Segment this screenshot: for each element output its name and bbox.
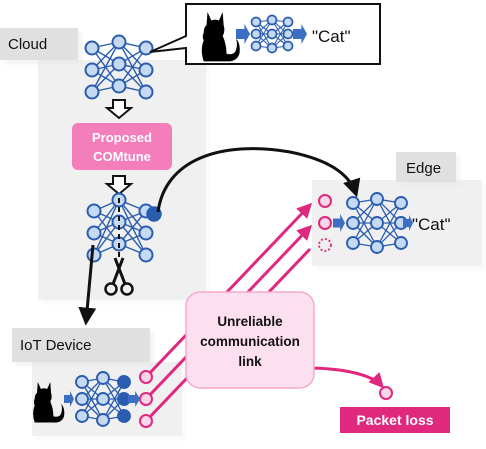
neuron xyxy=(282,40,294,52)
neuron xyxy=(346,236,360,250)
neuron xyxy=(282,28,294,40)
deploy-to-edge-arrow xyxy=(156,147,361,213)
iot-output-nodes xyxy=(139,370,153,428)
neuron xyxy=(86,203,102,219)
neuron xyxy=(84,40,100,56)
neuron xyxy=(346,216,360,230)
down-arrow-icon xyxy=(104,175,134,196)
packet-loss-arrow xyxy=(304,366,385,389)
cat-silhouette xyxy=(33,382,65,423)
neuron xyxy=(75,375,89,389)
neuron xyxy=(117,409,131,423)
callout-line3: link xyxy=(238,354,262,369)
iot-neural-network-icon xyxy=(64,371,140,427)
neuron xyxy=(282,16,294,28)
edge-neural-network-icon xyxy=(333,192,413,254)
neuron xyxy=(346,196,360,210)
neuron xyxy=(96,413,110,427)
scissors-icon xyxy=(104,257,134,296)
flow-arrow-icon xyxy=(128,391,140,407)
callout-line1: Unreliable xyxy=(217,314,283,329)
cat-silhouette xyxy=(201,12,240,62)
neuron xyxy=(138,247,154,263)
neuron xyxy=(111,34,127,50)
neuron xyxy=(138,84,154,100)
neuron xyxy=(96,371,110,385)
edge-input-nodes xyxy=(318,194,332,252)
neuron xyxy=(86,225,102,241)
edge-output-label: "Cat" xyxy=(412,215,451,234)
flow-arrow-icon xyxy=(293,24,307,44)
edge-title: Edge xyxy=(406,160,441,177)
comtune-line2: COMtune xyxy=(93,149,151,164)
flow-arrow-icon xyxy=(403,215,413,231)
neuron xyxy=(394,196,408,210)
neuron xyxy=(117,375,131,389)
neuron xyxy=(394,236,408,250)
neuron xyxy=(370,240,384,254)
neuron xyxy=(75,392,89,406)
unreliable-link-callout: Unreliable communication link xyxy=(185,291,315,389)
flow-arrow-icon xyxy=(333,214,345,232)
neuron xyxy=(84,62,100,78)
link-arrow-1 xyxy=(144,202,313,379)
callout-neural-network-icon xyxy=(236,14,307,54)
neuron xyxy=(138,225,154,241)
comtune-line1: Proposed xyxy=(92,130,152,145)
neuron xyxy=(75,409,89,423)
neuron xyxy=(370,192,384,206)
callout-line2: communication xyxy=(200,334,300,349)
neuron xyxy=(266,42,278,54)
neuron xyxy=(250,28,262,40)
lost-packet-node xyxy=(379,386,393,400)
neuron xyxy=(370,216,384,230)
comtune-box: Proposed COMtune xyxy=(72,123,172,170)
cloud-title: Cloud xyxy=(8,36,47,53)
neuron xyxy=(250,40,262,52)
down-arrow-icon xyxy=(104,99,134,120)
neuron xyxy=(250,16,262,28)
cloud-neural-network-icon xyxy=(84,34,154,100)
neuron xyxy=(96,392,110,406)
flow-arrow-icon xyxy=(64,391,74,407)
cat-icon xyxy=(201,12,240,62)
neuron xyxy=(111,78,127,94)
deploy-to-iot-arrow xyxy=(78,244,97,326)
cat-icon xyxy=(33,382,65,423)
lost-node xyxy=(318,238,332,252)
packet-loss-label: Packet loss xyxy=(356,412,433,428)
iot-title: IoT Device xyxy=(20,337,91,354)
flow-arrow-icon xyxy=(236,24,250,44)
neuron xyxy=(84,84,100,100)
packet-loss-badge: Packet loss xyxy=(340,407,450,433)
neuron xyxy=(111,56,127,72)
neuron xyxy=(266,28,278,40)
neuron xyxy=(138,40,154,56)
neuron xyxy=(266,14,278,26)
neuron xyxy=(138,62,154,78)
cloud-output-label: "Cat" xyxy=(312,27,351,46)
